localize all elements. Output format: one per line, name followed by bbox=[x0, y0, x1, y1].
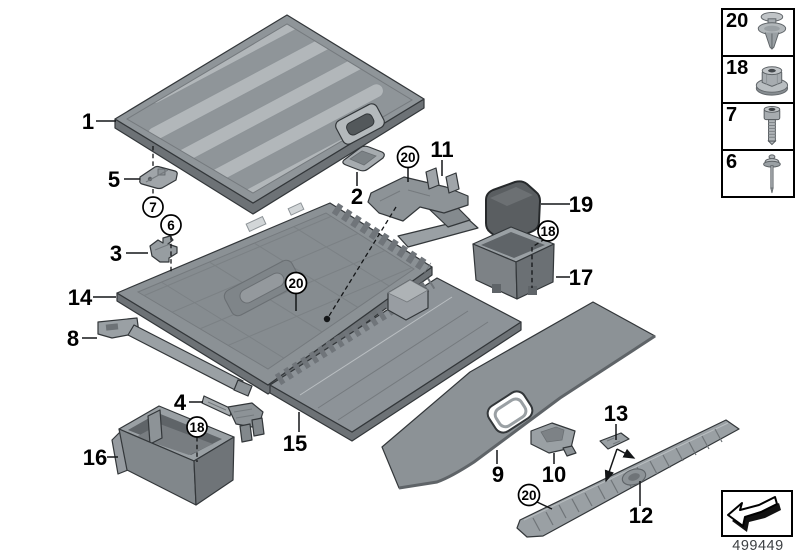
svg-text:20: 20 bbox=[400, 150, 415, 165]
tray-handle-recess bbox=[223, 259, 301, 317]
part-label-2[interactable]: 2 bbox=[351, 184, 363, 209]
part-11-mounting-bracket bbox=[367, 167, 479, 248]
callout-circle-20-top[interactable]: 20 bbox=[396, 145, 420, 169]
part-label-10[interactable]: 10 bbox=[542, 462, 566, 487]
part-label-16[interactable]: 16 bbox=[83, 445, 107, 470]
leader-lines bbox=[82, 120, 641, 510]
direction-of-travel-arrow-icon bbox=[727, 496, 781, 532]
part-number-labels: 1 5 3 14 8 4 16 15 2 11 19 17 9 10 13 12 bbox=[67, 109, 653, 528]
part-5-mount-clip bbox=[139, 165, 178, 190]
direction-of-travel-box bbox=[721, 490, 793, 537]
part-label-9[interactable]: 9 bbox=[492, 462, 504, 487]
circled-callouts: 7 6 18 20 20 18 20 bbox=[142, 145, 559, 507]
callout-circle-7[interactable]: 7 bbox=[142, 196, 164, 218]
part-3-retainer-bracket bbox=[149, 235, 178, 263]
part-14-floor-tray bbox=[116, 202, 433, 395]
legend-number: 20 bbox=[726, 10, 749, 32]
svg-text:6: 6 bbox=[167, 218, 175, 233]
part-label-15[interactable]: 15 bbox=[283, 431, 307, 456]
callout-circle-18-right[interactable]: 18 bbox=[537, 220, 559, 242]
legend-number: 7 bbox=[726, 104, 738, 126]
svg-text:18: 18 bbox=[540, 224, 556, 239]
part-label-13[interactable]: 13 bbox=[604, 401, 628, 426]
part-label-11[interactable]: 11 bbox=[430, 137, 453, 162]
legend-item-7[interactable]: 7 bbox=[723, 104, 793, 151]
svg-text:20: 20 bbox=[288, 276, 303, 291]
legend-number: 18 bbox=[726, 57, 749, 79]
svg-text:7: 7 bbox=[149, 200, 157, 215]
part-9-load-floor-rear bbox=[381, 301, 656, 490]
blind-rivet-icon bbox=[763, 154, 781, 194]
callout-circle-18-left[interactable]: 18 bbox=[186, 416, 208, 438]
socket-head-screw-icon bbox=[763, 105, 781, 146]
part-label-4[interactable]: 4 bbox=[174, 390, 187, 415]
svg-text:18: 18 bbox=[189, 420, 205, 435]
callout-circle-20-bottom[interactable]: 20 bbox=[517, 483, 541, 507]
part-label-3[interactable]: 3 bbox=[110, 241, 122, 266]
document-number: 499449 bbox=[732, 538, 784, 554]
part-label-8[interactable]: 8 bbox=[67, 326, 79, 351]
part-label-17[interactable]: 17 bbox=[569, 265, 593, 290]
legend-item-20[interactable]: 20 bbox=[723, 10, 793, 57]
expanding-rivet-icon bbox=[757, 11, 787, 50]
part-8-side-rail bbox=[97, 317, 253, 397]
legend-number: 6 bbox=[726, 151, 738, 173]
part-label-12[interactable]: 12 bbox=[629, 503, 653, 528]
legend-item-6[interactable]: 6 bbox=[723, 151, 793, 196]
part-17-storage-bin bbox=[472, 226, 555, 300]
flange-nut-icon bbox=[755, 66, 789, 96]
panel-handle-recess bbox=[335, 103, 385, 145]
part-label-1[interactable]: 1 bbox=[82, 109, 94, 134]
part-label-19[interactable]: 19 bbox=[569, 192, 593, 217]
callout-circle-20-mid[interactable]: 20 bbox=[284, 271, 308, 295]
svg-text:20: 20 bbox=[521, 488, 536, 503]
part-15-center-tray bbox=[269, 277, 522, 442]
part-2-cover bbox=[342, 145, 385, 172]
part-16-storage-bin bbox=[111, 405, 235, 506]
panel-handle-hole bbox=[486, 390, 534, 434]
part-19-foam-insert bbox=[485, 180, 541, 244]
fastener-legend: 20 18 7 bbox=[721, 8, 795, 198]
part-10-handle-cover bbox=[530, 422, 577, 457]
part-label-5[interactable]: 5 bbox=[108, 167, 120, 192]
callout-circle-6[interactable]: 6 bbox=[160, 214, 182, 236]
part-4-tool-bracket bbox=[201, 395, 265, 443]
legend-item-18[interactable]: 18 bbox=[723, 57, 793, 104]
part-1-load-floor-panel bbox=[114, 14, 425, 215]
part-label-14[interactable]: 14 bbox=[68, 285, 93, 310]
part-12-sill-strip bbox=[516, 419, 740, 538]
part-13-clamp bbox=[599, 432, 630, 450]
